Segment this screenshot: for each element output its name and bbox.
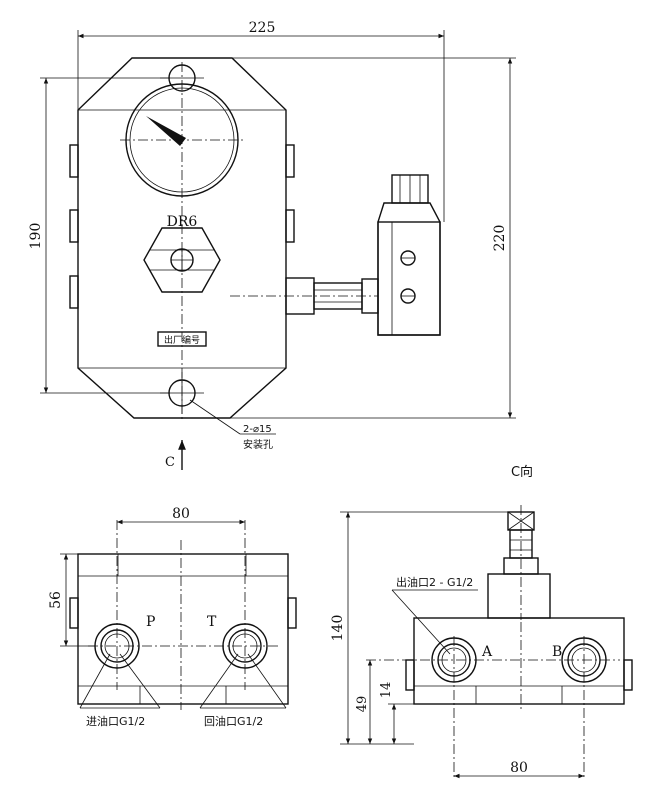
hole-note-text: 安装孔 <box>243 438 273 451</box>
port-t-label: T <box>207 614 217 630</box>
side-height-dimension: 140 <box>330 615 346 642</box>
side-lugs <box>69 144 295 309</box>
side-valve <box>377 174 441 336</box>
height-dimension-right: 220 <box>492 225 508 252</box>
width-dimension: 225 <box>249 20 276 36</box>
front-height-dimension: 56 <box>48 591 64 609</box>
dim-14: 14 <box>379 682 394 699</box>
side-view: C向 A B <box>330 464 633 779</box>
hole-note-size: 2-⌀15 <box>243 424 272 435</box>
height-dimension-left: 190 <box>28 223 44 250</box>
outlet-port-label: 出油口2 - G1/2 <box>396 575 473 589</box>
port-p-label: P <box>146 614 155 630</box>
top-view: DR6 <box>28 20 516 470</box>
side-view-title: C向 <box>511 464 533 480</box>
port-spacing-dimension: 80 <box>172 506 190 522</box>
return-port-label: 回油口G1/2 <box>204 714 263 728</box>
inlet-port-label: 进油口G1/2 <box>86 714 145 728</box>
side-port-spacing-dimension: 80 <box>510 760 528 776</box>
dim-49: 49 <box>355 696 370 713</box>
model-label: DR6 <box>167 214 198 230</box>
port-a-label: A <box>481 644 493 660</box>
front-view: P T 80 56 进油口G1/2 回油口G1/2 <box>48 506 297 728</box>
port-b-label: B <box>552 644 562 660</box>
view-arrow-label: C <box>165 455 175 470</box>
